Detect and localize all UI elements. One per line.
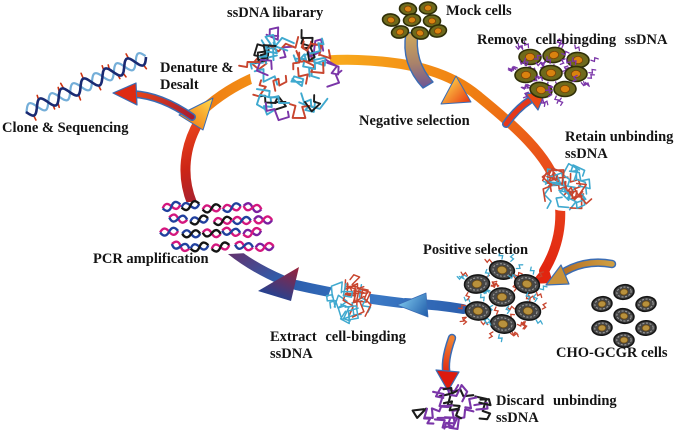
label-discard-unbinding: Discard unbinding ssDNA [496, 393, 617, 427]
cho-gcgr-cells-icon [591, 283, 657, 349]
ssdna-library-tangle-icon [238, 26, 343, 122]
label-retain-line2: ssDNA [565, 146, 608, 162]
label-extract-line2: ssDNA [270, 346, 313, 362]
label-extract-line1: Extract cell-bingding [270, 329, 406, 345]
label-pcr-amplification: PCR amplification [93, 251, 209, 267]
label-denature-line2: Desalt [160, 77, 199, 93]
label-positive-selection: Positive selection [423, 242, 529, 258]
label-denature-desalt: Denature & Desalt [160, 60, 233, 94]
retain-ssdna-tangle-icon [541, 162, 593, 211]
label-denature-line1: Denature & [160, 60, 234, 76]
label-negative-selection: Negative selection [359, 113, 470, 129]
positive-selection-cells-icon [456, 251, 548, 343]
sequencing-dna-helix-icon [25, 51, 148, 121]
label-retain-unbinding: Retain unbinding ssDNA [565, 129, 673, 163]
label-mock-cells: Mock cells [446, 3, 512, 19]
cycle-arrowhead-icons [178, 75, 553, 318]
label-discard-line1: Discard unbinding [496, 393, 617, 409]
label-remove-ssdna: Remove cell-bingding ssDNA [477, 32, 668, 48]
label-retain-line1: Retain unbinding [565, 129, 674, 145]
pcr-helix-cluster-icon [159, 200, 275, 253]
discard-ssdna-tangle-icon [411, 384, 492, 431]
label-discard-line2: ssDNA [496, 410, 539, 426]
label-cho-gcgr-cells: CHO-GCGR cells [556, 345, 668, 361]
branch-arrow-icons [112, 31, 617, 392]
cell-binding-ssdna-cells-icon [507, 38, 599, 108]
label-extract-ssdna: Extract cell-bingding ssDNA [270, 329, 406, 363]
label-clone-sequencing: Clone & Sequencing [2, 120, 129, 136]
extract-ssdna-tangle-icon [325, 274, 372, 325]
label-ssdna-library: ssDNA libarary [227, 5, 324, 21]
mock-cells-icon [381, 1, 448, 40]
